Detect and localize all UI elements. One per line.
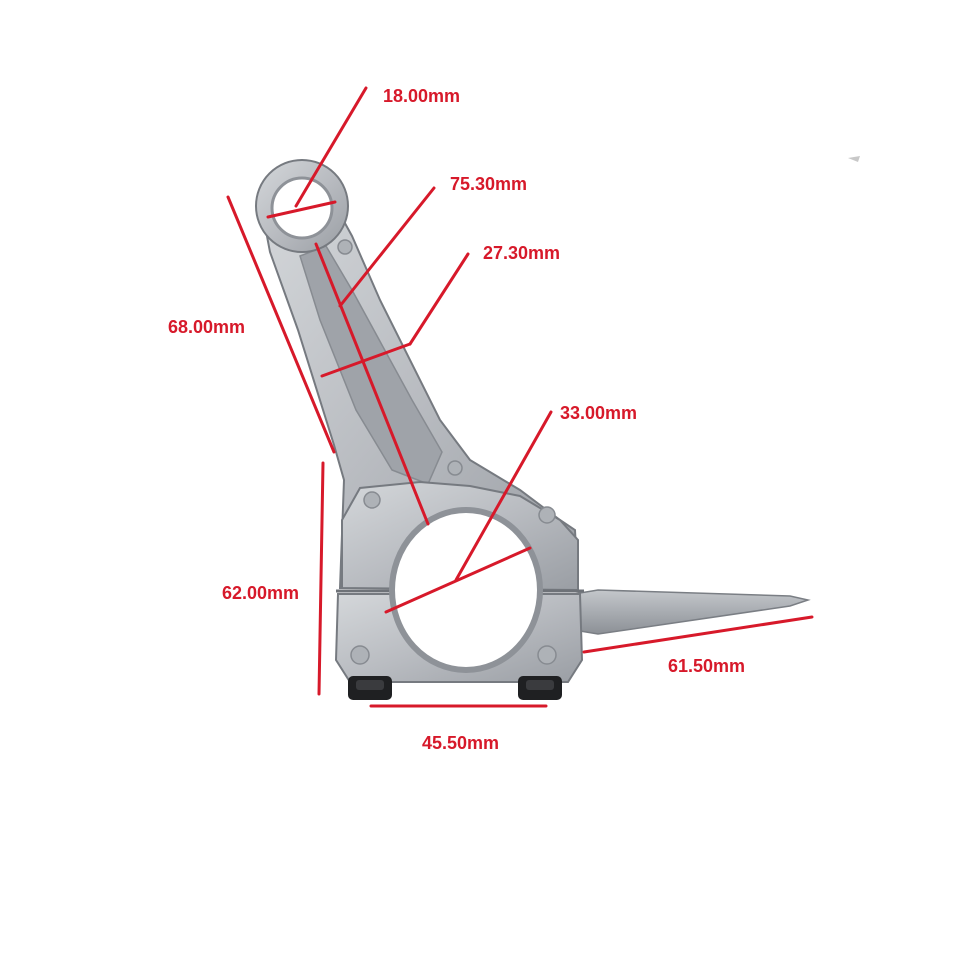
dimension-label-big-end-diameter: 33.00mm bbox=[560, 403, 638, 423]
dimension-label-beam-width: 27.30mm bbox=[483, 243, 561, 263]
dimension-line-small-end-diameter bbox=[294, 86, 368, 208]
dimension-label-big-end-width: 45.50mm bbox=[422, 733, 500, 753]
dimension-line-big-end-height bbox=[317, 461, 325, 696]
dimension-label-dipper-length: 61.50mm bbox=[668, 656, 746, 676]
dimension-line-rod-length bbox=[226, 195, 336, 454]
background-speck bbox=[848, 156, 860, 162]
cast-dot bbox=[537, 645, 557, 665]
beam-recess bbox=[299, 245, 443, 485]
dimension-label-center-distance: 75.30mm bbox=[450, 174, 528, 194]
dimension-line-beam-width bbox=[320, 342, 412, 378]
dimension-line-big-end-diameter bbox=[384, 546, 532, 614]
hex-bolt-icon bbox=[518, 676, 562, 700]
cast-dot bbox=[363, 491, 381, 509]
dimension-line-dipper-length bbox=[582, 615, 814, 654]
cast-dot bbox=[538, 506, 556, 524]
cast-dot bbox=[337, 239, 353, 255]
dimension-label-rod-length: 68.00mm bbox=[168, 317, 246, 337]
dimension-label-big-end-height: 62.00mm bbox=[222, 583, 300, 603]
cast-dot bbox=[350, 645, 370, 665]
big-end-bore bbox=[389, 507, 543, 673]
dimension-label-small-end-diameter: 18.00mm bbox=[383, 86, 461, 106]
dimension-line-beam-leader bbox=[408, 252, 470, 346]
connecting-rod-icon bbox=[255, 159, 811, 700]
hex-bolt-icon bbox=[348, 676, 392, 700]
dimension-line-big-end-leader bbox=[454, 410, 553, 582]
dimension-line-small-end-chord bbox=[266, 200, 337, 219]
cast-dot bbox=[447, 460, 463, 476]
oil-dipper bbox=[573, 589, 811, 635]
dimension-line-center-leader bbox=[338, 186, 436, 308]
dimension-line-center-distance bbox=[314, 242, 430, 526]
